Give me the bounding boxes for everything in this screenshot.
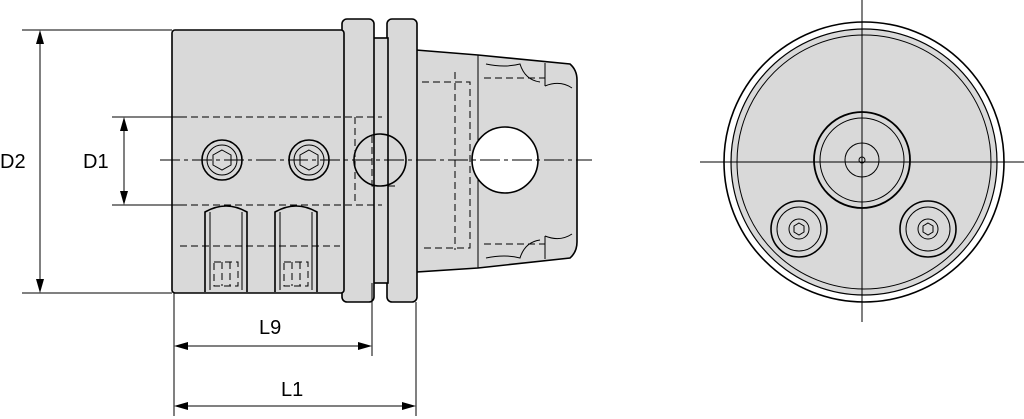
side-view [160, 18, 592, 303]
end-screw-left [770, 200, 828, 258]
l1-label: L1 [281, 379, 303, 401]
l9-label: L9 [259, 317, 281, 339]
clamp-slot-2 [274, 205, 318, 292]
main-body [171, 29, 345, 294]
end-view [700, 0, 1024, 322]
d1-label: D1 [83, 151, 109, 173]
end-screw-right [899, 200, 957, 258]
d2-label: D2 [0, 151, 26, 173]
clamp-slot-1 [204, 205, 248, 292]
dimensions: D2 D1 L9 L1 [0, 29, 417, 416]
